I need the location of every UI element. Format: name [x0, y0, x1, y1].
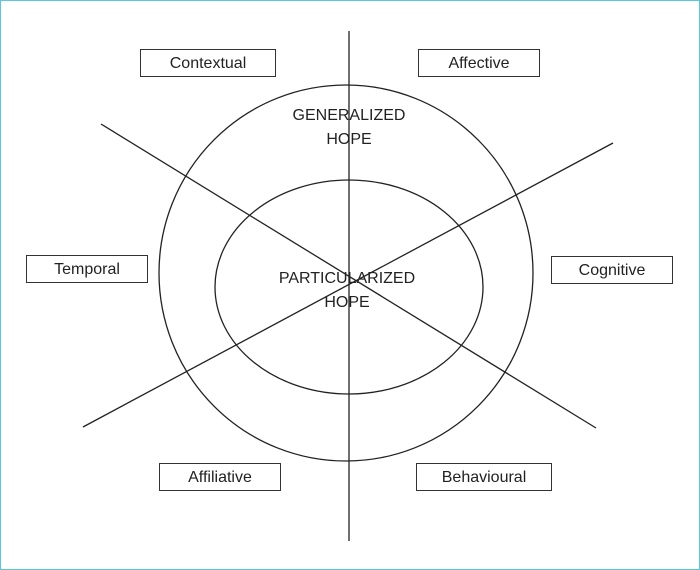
- diagonal-axis-affiliative-cognitive: [82, 142, 614, 428]
- affiliative-box: Affiliative: [159, 463, 281, 491]
- contextual-box: Contextual: [140, 49, 276, 77]
- affective-box: Affective: [418, 49, 540, 77]
- generalized-hope-circle: [158, 84, 534, 462]
- generalized-hope-line2: HOPE: [326, 131, 372, 148]
- particularized-hope-ellipse: [214, 179, 484, 395]
- particularized-hope-label: PARTICULARIZED HOPE: [277, 267, 417, 315]
- cognitive-box: Cognitive: [551, 256, 673, 284]
- diagonal-axis-contextual-behavioural: [100, 123, 597, 429]
- behavioural-box: Behavioural: [416, 463, 552, 491]
- particularized-hope-line2: HOPE: [324, 294, 370, 311]
- generalized-hope-label: GENERALIZED HOPE: [289, 104, 409, 152]
- particularized-hope-line1: PARTICULARIZED: [278, 270, 416, 287]
- generalized-hope-line1: GENERALIZED: [292, 107, 406, 124]
- temporal-box: Temporal: [26, 255, 148, 283]
